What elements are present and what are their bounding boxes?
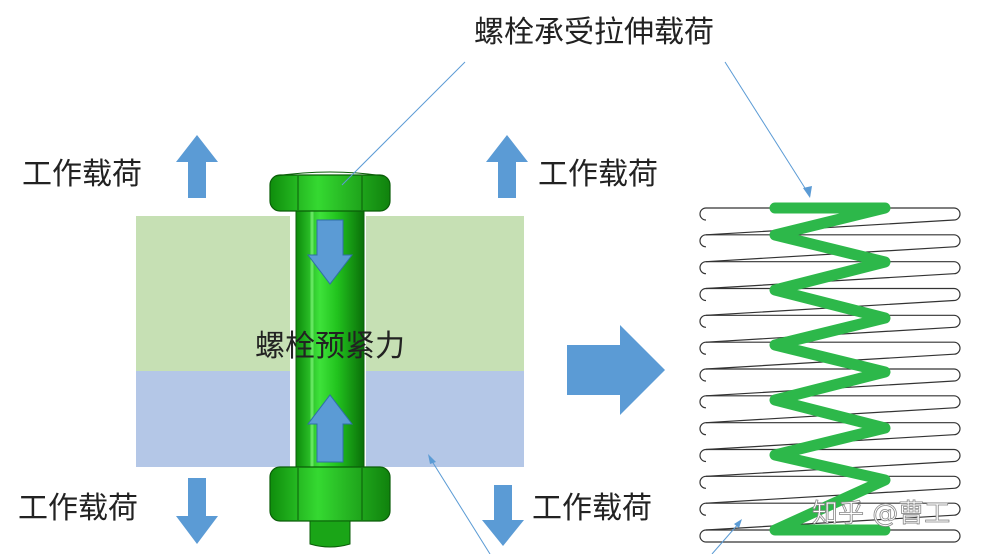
label-working-load-bottom-left: 工作载荷: [18, 491, 138, 526]
spring-coil-end: [699, 368, 707, 382]
spring-coil-bottom: [699, 529, 961, 543]
spring-coil-turn: [705, 261, 961, 290]
spring-coil-end: [699, 448, 707, 463]
transform-right-arrow-icon: [567, 325, 665, 415]
spring-coil-end: [699, 287, 707, 302]
leader-arrowhead-clamp-icon: [428, 454, 436, 464]
spring-coil-end: [699, 314, 707, 328]
spring-coil-turn: [705, 422, 961, 451]
working-load-down-arrow-left-icon: [176, 478, 218, 544]
leader-line-clamp: [429, 457, 491, 554]
spring-coil-end: [699, 422, 707, 436]
spring-coil-end: [699, 502, 707, 516]
label-working-load-top-left: 工作载荷: [22, 157, 142, 192]
bolt-spring-zigzag: [769, 202, 891, 536]
spring-coil-end: [699, 207, 707, 221]
spring-coil-turn: [705, 234, 961, 263]
label-bolt-preload: 螺栓预紧力: [255, 329, 405, 364]
working-load-up-arrow-right-icon: [486, 135, 528, 198]
spring-coil-turn: [705, 287, 961, 316]
spring-coil-turn: [705, 448, 961, 477]
bolt-head: [269, 171, 391, 212]
spring-coil-turn: [705, 314, 961, 343]
leader-line-spring: [724, 61, 811, 197]
spring-coils: [699, 207, 961, 543]
spring-coil-turn: [705, 475, 961, 504]
spring-coil-end: [699, 341, 707, 355]
watermark: 知乎 @曹工: [812, 499, 950, 529]
label-working-load-top-right: 工作载荷: [538, 157, 658, 192]
working-load-up-arrow-left-icon: [176, 135, 218, 198]
working-load-down-arrow-right-icon: [482, 485, 524, 546]
leader-arrowhead-spring-icon: [803, 186, 812, 198]
spring-coil-turn: [705, 395, 961, 424]
preload-up-arrow-icon: [306, 394, 354, 463]
spring-coil-end: [699, 475, 707, 489]
leader-line-spring-bottom: [711, 521, 741, 554]
leader-arrowhead-spring-bottom-icon: [734, 519, 742, 528]
spring-coil-end: [699, 234, 707, 248]
spring-coil-end: [699, 261, 707, 275]
spring-coil-turn: [705, 502, 961, 531]
bolt-nut: [269, 466, 391, 548]
label-bolt-tension-load: 螺栓承受拉伸载荷: [474, 15, 714, 50]
spring-coil-turn: [705, 341, 961, 370]
spring-coil-turn: [705, 368, 961, 397]
spring-coil-turn: [705, 207, 961, 236]
label-working-load-bottom-right: 工作载荷: [532, 491, 652, 526]
spring-coil-end: [699, 395, 707, 409]
preload-down-arrow-icon: [306, 219, 354, 285]
leader-line-bolt-head: [341, 61, 466, 186]
